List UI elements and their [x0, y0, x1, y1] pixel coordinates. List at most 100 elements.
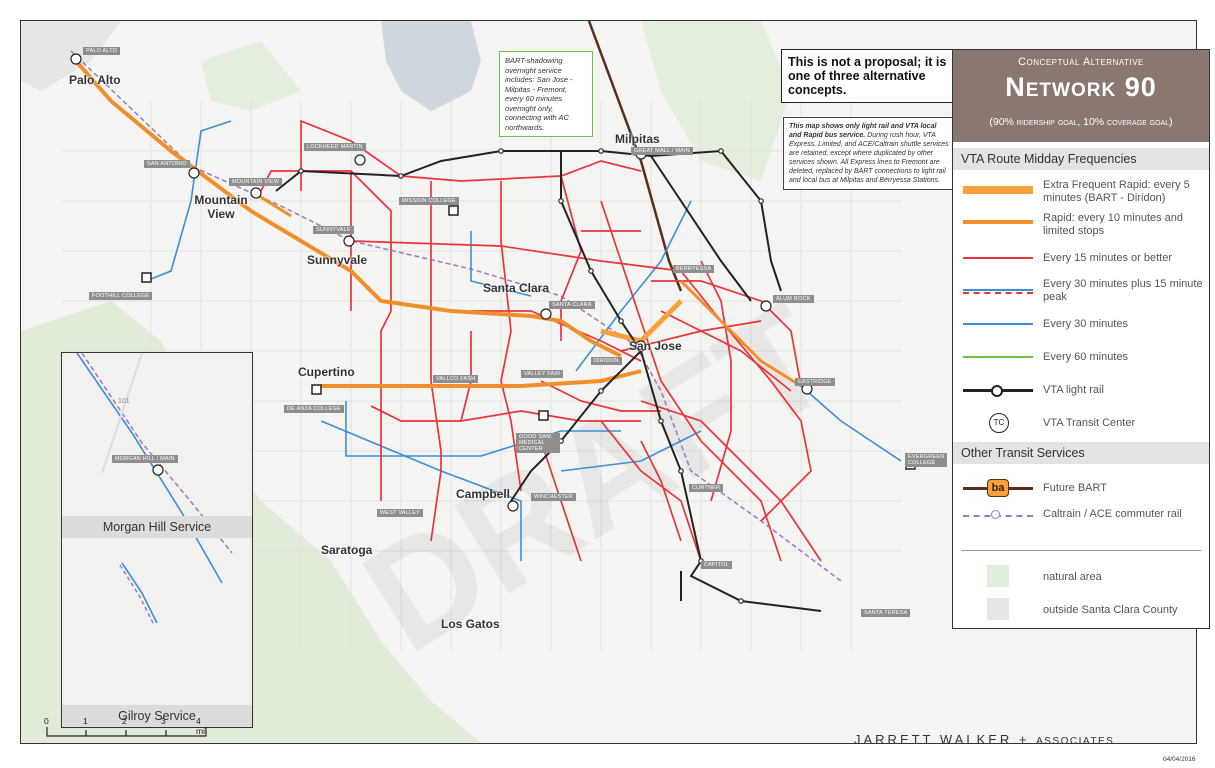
scale-tick-label: 3 [161, 716, 166, 726]
map-scope-note: This map shows only light rail and VTA l… [783, 117, 955, 190]
stop-label: Great Mall / Main [631, 147, 693, 155]
legend-label: Caltrain / ACE commuter rail [1043, 508, 1182, 520]
outside-county-area [21, 21, 121, 91]
map-frame: DRAFT [20, 20, 1210, 744]
stop-label: Santa Clara [549, 301, 595, 309]
swatch-30-plus-peak-blue [963, 289, 1033, 291]
date-stamp: 04/04/2016 [1163, 756, 1196, 763]
legend-section-other: Other Transit Services [953, 442, 1209, 464]
draft-watermark: DRAFT [337, 272, 857, 684]
bart-overnight-note: BART-shadowing overnight service include… [499, 51, 593, 137]
highway-101-label: 101 [118, 398, 130, 405]
credit-associates: ASSOCIATES [1036, 736, 1115, 747]
scale-tick-label: 4 mi [196, 716, 205, 736]
legend-item-outside-county: outside Santa Clara County [953, 594, 1209, 627]
credit-plus: + [1018, 732, 1030, 747]
legend-label: Every 30 minutes plus 15 minute peak [1043, 278, 1203, 303]
swatch-60-min [963, 356, 1033, 358]
inset-routes: 101 [76, 352, 233, 626]
city-label: Los Gatos [441, 617, 500, 631]
future-bart-line [587, 20, 683, 292]
legend-label: natural area [1043, 571, 1102, 583]
stop-label: Curtner [689, 484, 724, 492]
legend-item-30-plus-peak: Every 30 minutes plus 15 minute peak [953, 275, 1209, 308]
scope-note-bold: This map shows only light rail and VTA l… [789, 123, 937, 139]
legend-item-light-rail: VTA light rail [953, 374, 1209, 407]
legend-item-60-min: Every 60 minutes [953, 341, 1209, 374]
publisher-credit: JARRETT WALKER + ASSOCIATES [854, 732, 1114, 747]
stop-label: Morgan Hill / Main [112, 455, 178, 463]
city-label: Saratoga [321, 543, 373, 557]
stop-label: Winchester [531, 493, 576, 501]
swatch-extra-frequent [963, 186, 1033, 194]
gilroy-label: Gilroy Service [62, 705, 252, 727]
city-label: Cupertino [298, 365, 355, 379]
stop-label: Vallco Fash [433, 375, 479, 383]
legend-header: Conceptual Alternative Network 90 (90% r… [953, 50, 1209, 142]
stop-label: Valley Fair [521, 370, 564, 378]
legend-label: VTA Transit Center [1043, 417, 1136, 429]
legend-item-future-bart: ba Future BART [953, 472, 1209, 505]
legend-label: Rapid: every 10 minutes and limited stop… [1043, 212, 1184, 237]
stop-label: Berryessa [673, 265, 715, 273]
city-label: Sunnyvale [307, 253, 368, 267]
morgan-hill-label: Morgan Hill Service [62, 516, 252, 538]
legend-item-natural-area: natural area [953, 561, 1209, 594]
city-label: Palo Alto [69, 73, 121, 87]
inset-map: 101 Morgan Hill / Main Morgan Hill Servi… [61, 352, 253, 728]
stop-label: Palo Alto [83, 47, 121, 55]
scale-tick-label: 1 [83, 716, 88, 726]
stop-label: West Valley [377, 509, 423, 517]
legend-divider [961, 550, 1201, 551]
stop-label: Mission College [399, 197, 459, 205]
swatch-natural-area [987, 565, 1009, 587]
stop-label: Lockheed Martin [304, 143, 366, 151]
natural-area-baylands [201, 41, 301, 111]
legend-label: VTA light rail [1043, 384, 1104, 396]
bart-icon: ba [987, 479, 1009, 497]
stop-label: Alum Rock [773, 295, 814, 303]
legend-title: Network 90 [1005, 72, 1157, 102]
legend-label: Extra Frequent Rapid: every 5 minutes (B… [1043, 179, 1190, 204]
legend-item-extra-frequent: Extra Frequent Rapid: every 5 minutes (B… [953, 176, 1209, 209]
swatch-outside-county [987, 598, 1009, 620]
transit-centers [70, 53, 813, 512]
legend-label: Every 60 minutes [1043, 351, 1128, 363]
bay-water [381, 21, 481, 111]
transit-center-icon: TC [989, 413, 1009, 433]
swatch-30-plus-peak-red [963, 292, 1033, 294]
city-label: Campbell [456, 487, 511, 501]
legend-section-frequencies: VTA Route Midday Frequencies [953, 148, 1209, 170]
scope-note-text: During rush hour, VTA Express, Limited, … [789, 132, 949, 184]
scale-tick-label: 2 [122, 716, 127, 726]
legend-label: outside Santa Clara County [1043, 604, 1178, 616]
legend-label: Every 30 minutes [1043, 318, 1128, 330]
legend-item-15-min: Every 15 minutes or better [953, 242, 1209, 275]
stop-label: Diridon [591, 357, 622, 365]
legend-item-rapid: Rapid: every 10 minutes and limited stop… [953, 209, 1209, 242]
city-label: Milpitas [615, 132, 660, 146]
legend-panel: Conceptual Alternative Network 90 (90% r… [952, 49, 1210, 629]
natural-area-east-hills [641, 21, 791, 181]
stop-label: Santa Teresa [861, 609, 911, 617]
stop-label: Mountain View [229, 178, 283, 186]
stop-label: Foothill College [89, 292, 153, 300]
legend-item-transit-center: TC VTA Transit Center [953, 407, 1209, 440]
legend-item-caltrain: Caltrain / ACE commuter rail [953, 505, 1209, 538]
legend-label: Future BART [1043, 482, 1107, 494]
legend-goal: (90% ridership goal, 10% coverage goal) [989, 116, 1173, 128]
city-label: Mountain View [194, 193, 248, 221]
stop-label: Evergreen College [905, 453, 947, 467]
stop-label: Sunnyvale [313, 226, 354, 234]
scale-tick-label: 0 [44, 716, 49, 726]
light-rail-stations [298, 148, 764, 604]
city-label: Santa Clara [483, 281, 550, 295]
credit-name: JARRETT WALKER [854, 732, 1013, 747]
stop-label: Capitol [701, 561, 732, 569]
stop-label: De Anza College [284, 405, 344, 413]
stop-label: Eastridge [795, 378, 835, 386]
swatch-15-min [963, 257, 1033, 259]
stop-label: San Antonio [144, 160, 190, 168]
legend-kicker: Conceptual Alternative [1018, 56, 1144, 68]
